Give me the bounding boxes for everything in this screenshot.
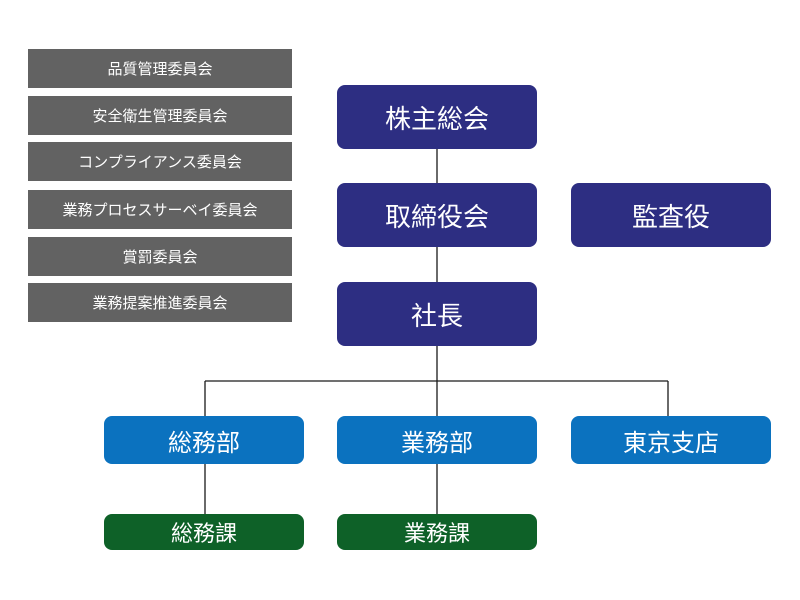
committee-proposal-promotion: 業務提案推進委員会 [28,283,292,322]
committee-rewards-penalties: 賞罰委員会 [28,237,292,276]
committee-compliance: コンプライアンス委員会 [28,142,292,181]
node-shareholders-meeting: 株主総会 [337,85,537,149]
node-board-of-directors: 取締役会 [337,183,537,247]
committee-quality-management: 品質管理委員会 [28,49,292,88]
node-general-affairs-section: 総務課 [104,514,304,550]
node-president: 社長 [337,282,537,346]
committee-safety-health: 安全衛生管理委員会 [28,96,292,135]
node-business-dept: 業務部 [337,416,537,464]
node-auditor: 監査役 [571,183,771,247]
committee-process-survey: 業務プロセスサーベイ委員会 [28,190,292,229]
node-business-section: 業務課 [337,514,537,550]
node-tokyo-branch: 東京支店 [571,416,771,464]
node-general-affairs-dept: 総務部 [104,416,304,464]
